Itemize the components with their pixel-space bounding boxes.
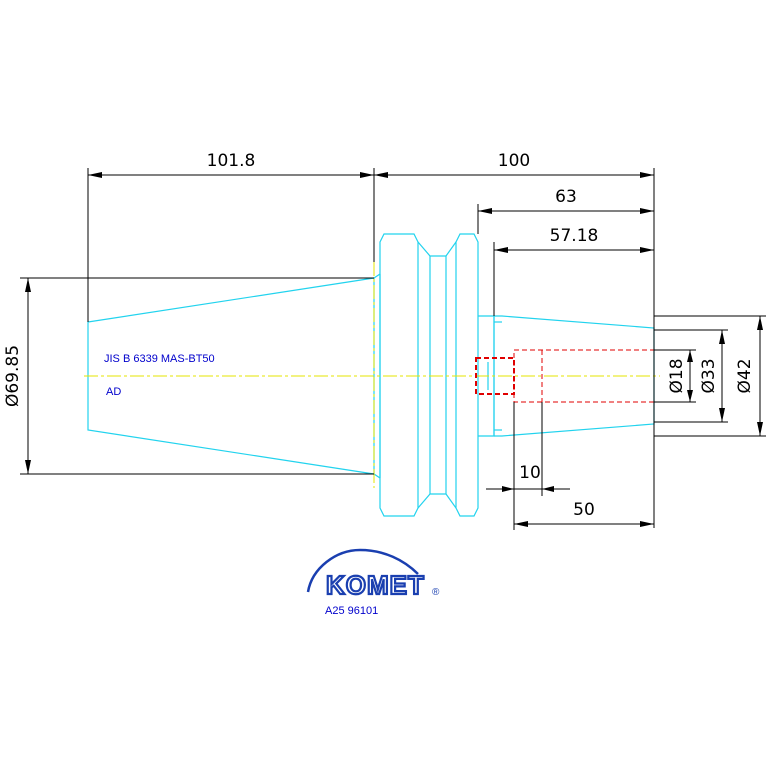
dim-diameter-flange: Ø69.85 [3,345,23,407]
hidden-bore [475,349,655,403]
rear-flange [455,233,479,517]
logo-registered-mark: ® [432,587,440,598]
dim-taper-length: 101.8 [207,151,256,171]
dim-bore-depth-63: 63 [555,187,577,207]
dim-recess-10: 10 [519,463,541,483]
spec-label: JIS B 6339 MAS-BT50 [104,353,215,365]
dim-diameter-18: Ø18 [667,358,687,393]
part-number: A25 96101 [325,605,378,617]
komet-logo: KOMET ® [306,548,440,601]
spec-sub-label: AD [106,386,121,398]
dim-diameter-42: Ø42 [735,358,755,393]
dim-diameter-33: Ø33 [699,358,719,393]
dimension-lines [20,168,766,530]
dim-overall-length: 100 [498,151,530,171]
logo-arc-icon [306,548,419,593]
flange [379,233,419,517]
v-groove [417,241,457,509]
dim-bore-depth-57: 57.18 [550,226,599,246]
dim-recess-50: 50 [573,500,595,520]
logo-text: KOMET [326,570,425,600]
